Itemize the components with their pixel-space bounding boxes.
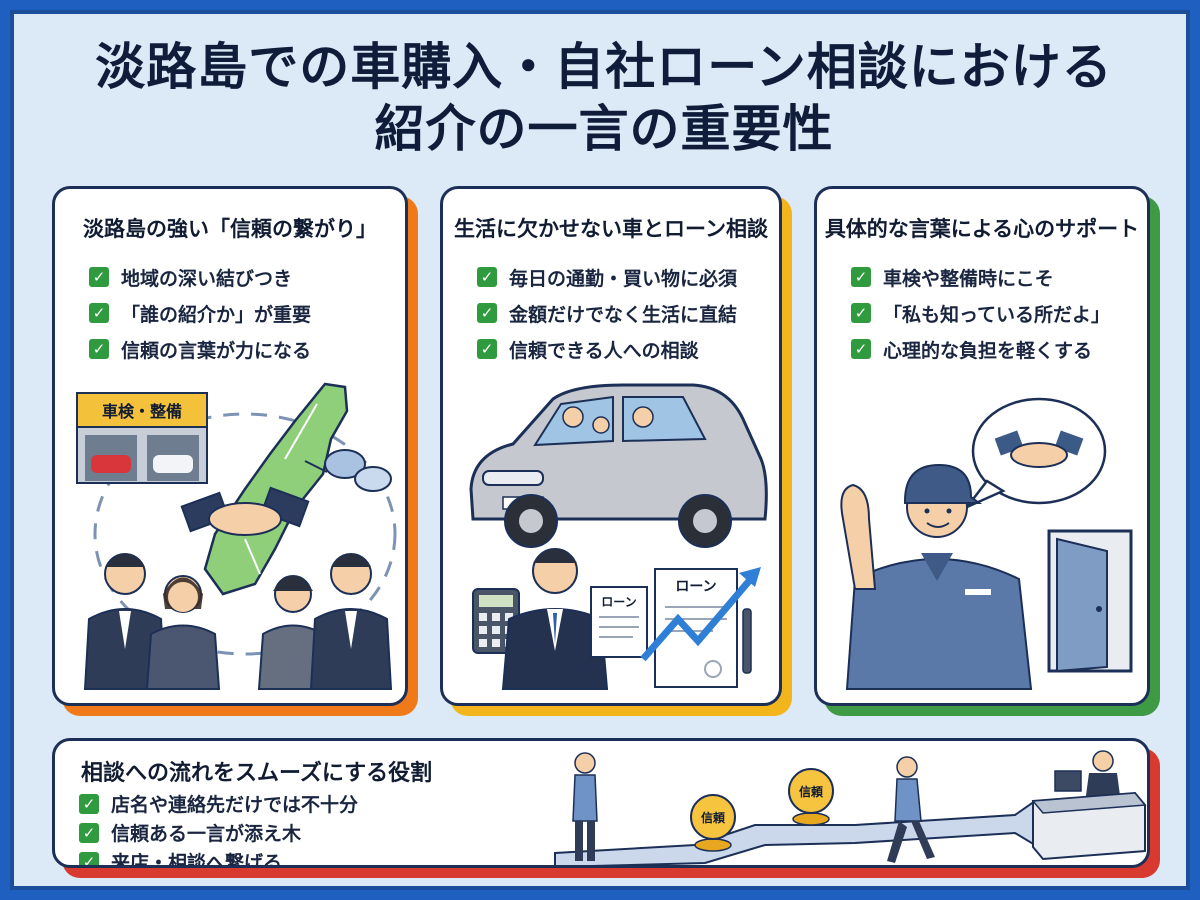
doc-label-small: ローン bbox=[601, 595, 636, 609]
loan-document-icon bbox=[590, 586, 648, 658]
poster-frame: 淡路島での車購入・自社ローン相談における 紹介の一言の重要性 淡路島の強い「信頼… bbox=[10, 10, 1190, 890]
list-item-label: 金額だけでなく生活に直結 bbox=[509, 303, 738, 326]
card-body: 生活に欠かせない車とローン相談 ✓ 毎日の通勤・買い物に必須 ✓ 金額だけでなく生活… bbox=[440, 186, 782, 706]
list-item-label: 信頼の言葉が力になる bbox=[121, 339, 312, 362]
list-item-label: 店名や連絡先だけでは不十分 bbox=[111, 794, 359, 816]
list-item: ✓ 来店・相談へ繋げる bbox=[79, 847, 358, 868]
check-icon: ✓ bbox=[477, 339, 497, 359]
office-desk-icon bbox=[1031, 750, 1147, 861]
list-item-label: 信頼できる人への相談 bbox=[509, 339, 699, 362]
card-title: 淡路島の強い「信頼の繋がり」 bbox=[83, 217, 377, 241]
check-icon: ✓ bbox=[89, 303, 109, 323]
list-item: ✓ 金額だけでなく生活に直結 bbox=[477, 295, 737, 331]
doc-label-large: ローン bbox=[675, 579, 716, 595]
coin-label-2: 信頼 bbox=[799, 784, 824, 799]
garage-icon bbox=[76, 392, 208, 484]
card-title: 相談への流れをスムーズにする役割 bbox=[81, 761, 433, 786]
checklist: ✓ 毎日の通勤・買い物に必須 ✓ 金額だけでなく生活に直結 ✓ 信頼できる人への相談 bbox=[477, 259, 737, 367]
list-item: ✓ 信頼できる人への相談 bbox=[477, 331, 737, 367]
illustration-car-loan: ローン ローン bbox=[469, 383, 768, 690]
card-body: 淡路島の強い「信頼の繋がり」 ✓ 地域の深い結びつき ✓ 「誰の紹介か」が重要 ✓ 信… bbox=[52, 186, 408, 706]
check-icon: ✓ bbox=[477, 267, 497, 287]
title-line-2: 紹介の一言の重要性 bbox=[374, 100, 834, 158]
list-item: ✓ 毎日の通勤・買い物に必須 bbox=[477, 259, 737, 295]
check-icon: ✓ bbox=[89, 339, 109, 359]
page-title: 淡路島での車購入・自社ローン相談における 紹介の一言の重要性 bbox=[14, 36, 1194, 160]
card-body: 相談への流れをスムーズにする役割 ✓ 店名や連絡先だけでは不十分 ✓ 信頼ある一言が… bbox=[52, 738, 1150, 868]
salesperson-icon bbox=[501, 548, 609, 690]
check-icon: ✓ bbox=[851, 339, 871, 359]
check-icon: ✓ bbox=[79, 822, 99, 843]
car-with-family-icon bbox=[469, 383, 768, 548]
check-icon: ✓ bbox=[477, 303, 497, 323]
card-emotional-support: 具体的な言葉による心のサポート ✓ 車検や整備時にこそ ✓ 「私も知っている所だよ」… bbox=[814, 186, 1160, 716]
card-trust-connections: 淡路島の強い「信頼の繋がり」 ✓ 地域の深い結びつき ✓ 「誰の紹介か」が重要 ✓ 信… bbox=[52, 186, 418, 716]
list-item: ✓ 信頼ある一言が添え木 bbox=[79, 818, 358, 847]
list-item-label: 心理的な負担を軽くする bbox=[883, 339, 1093, 362]
list-item: ✓ 「私も知っている所だよ」 bbox=[851, 295, 1110, 331]
door-icon bbox=[1047, 529, 1133, 673]
list-item-label: 「私も知っている所だよ」 bbox=[883, 303, 1111, 326]
list-item-label: 信頼ある一言が添え木 bbox=[111, 823, 302, 845]
check-icon: ✓ bbox=[79, 793, 99, 814]
list-item-label: 毎日の通勤・買い物に必須 bbox=[509, 267, 738, 290]
checklist: ✓ 店名や連絡先だけでは不十分 ✓ 信頼ある一言が添え木 ✓ 来店・相談へ繋げる bbox=[79, 789, 358, 868]
list-item: ✓ 信頼の言葉が力になる bbox=[89, 331, 311, 367]
card-car-and-loan: 生活に欠かせない車とローン相談 ✓ 毎日の通勤・買い物に必須 ✓ 金額だけでなく生活… bbox=[440, 186, 792, 716]
checklist: ✓ 地域の深い結びつき ✓ 「誰の紹介か」が重要 ✓ 信頼の言葉が力になる bbox=[89, 259, 311, 367]
trust-coin-icon bbox=[788, 768, 834, 826]
mechanic-icon bbox=[840, 463, 1033, 690]
pen-icon bbox=[742, 608, 752, 674]
checklist: ✓ 車検や整備時にこそ ✓ 「私も知っている所だよ」 ✓ 心理的な負担を軽くする bbox=[851, 259, 1110, 367]
handshake-icon bbox=[180, 486, 310, 536]
trust-coin-icon bbox=[690, 794, 736, 852]
check-icon: ✓ bbox=[851, 267, 871, 287]
list-item-label: 地域の深い結びつき bbox=[121, 267, 293, 290]
card-title: 生活に欠かせない車とローン相談 bbox=[454, 217, 768, 241]
shop-sign-text: 車検・整備 bbox=[102, 402, 182, 421]
coin-label-1: 信頼 bbox=[701, 810, 726, 825]
business-people-icon bbox=[83, 553, 393, 690]
check-icon: ✓ bbox=[851, 303, 871, 323]
list-item: ✓ 心理的な負担を軽くする bbox=[851, 331, 1110, 367]
list-item-label: 「誰の紹介か」が重要 bbox=[121, 303, 312, 326]
rising-arrow-icon bbox=[640, 571, 758, 662]
list-item: ✓ 店名や連絡先だけでは不十分 bbox=[79, 789, 358, 818]
list-item: ✓ 車検や整備時にこそ bbox=[851, 259, 1110, 295]
card-body: 具体的な言葉による心のサポート ✓ 車検や整備時にこそ ✓ 「私も知っている所だよ」… bbox=[814, 186, 1150, 706]
card-smooth-flow: 相談への流れをスムーズにする役割 ✓ 店名や連絡先だけでは不十分 ✓ 信頼ある一言が… bbox=[52, 738, 1160, 878]
list-item-label: 来店・相談へ繋げる bbox=[111, 852, 283, 868]
walking-person-icon bbox=[887, 756, 935, 863]
check-icon: ✓ bbox=[89, 267, 109, 287]
card-title: 具体的な言葉による心のサポート bbox=[824, 217, 1140, 241]
connection-circle-icon bbox=[93, 412, 397, 656]
handshake-bubble-icon bbox=[966, 397, 1107, 509]
list-item-label: 車検や整備時にこそ bbox=[883, 267, 1054, 290]
worried-person-icon bbox=[572, 752, 598, 861]
illustration-support bbox=[840, 397, 1133, 690]
title-line-1: 淡路島での車購入・自社ローン相談における bbox=[95, 38, 1113, 96]
illustration-trust: 車検・整備 bbox=[76, 382, 397, 690]
check-icon: ✓ bbox=[79, 851, 99, 865]
list-item: ✓ 地域の深い結びつき bbox=[89, 259, 311, 295]
chat-bubble-icon bbox=[304, 449, 392, 492]
illustration-flow: 信頼 信頼 bbox=[554, 750, 1147, 865]
list-item: ✓ 「誰の紹介か」が重要 bbox=[89, 295, 311, 331]
